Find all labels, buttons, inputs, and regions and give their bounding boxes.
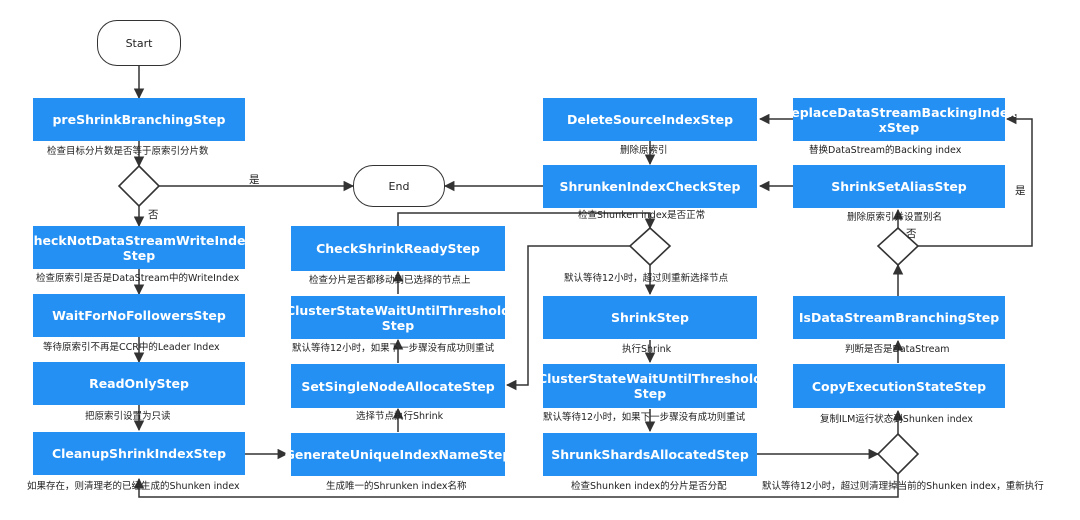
note-set-alias: 删除原索引并设置别名 [847, 212, 943, 223]
end-label: End [388, 179, 410, 193]
arrow-decision3-retry-to-cleanup [133, 474, 899, 498]
note-preshrink: 检查目标分片数是否等于原索引分片数 [47, 146, 209, 157]
arrow-decision4-yes-to-replace [918, 113, 1033, 247]
step-label: ReadOnlyStep [89, 376, 189, 391]
step-delete-source-index: DeleteSourceIndexStep [543, 98, 757, 141]
note-check-not-datastream: 检查原索引是否是DataStream中的WriteIndex [36, 273, 240, 284]
step-wait-for-no-followers: WaitForNoFollowersStep [33, 294, 245, 337]
step-label: GenerateUniqueIndexNameStep [284, 447, 512, 462]
step-read-only: ReadOnlyStep [33, 362, 245, 405]
note-retry-shrunk: 默认等待12小时，超过则清理掉当前的Shunken index，重新执行 [762, 481, 1044, 492]
step-label: ShrinkSetAliasStep [831, 179, 967, 194]
label-no-datastream: 否 [906, 228, 917, 240]
step-shrunken-index-check: ShrunkenIndexCheckStep [543, 165, 757, 208]
note-shrunken-check: 检查Shunken index是否正常 [578, 210, 706, 221]
step-label: CleanupShrinkIndexStep [51, 446, 227, 461]
step-label: ShrunkShardsAllocatedStep [551, 447, 749, 462]
note-replace-backing-index: 替换DataStream的Backing index [809, 145, 962, 156]
note-check-shrink-ready: 检查分片是否都移动到已选择的节点上 [309, 275, 471, 286]
label-yes-datastream: 是 [1015, 185, 1026, 197]
note-copy-execution-state: 复制ILM运行状态到Shunken index [820, 414, 973, 425]
decision-shard-count [117, 164, 161, 208]
step-label: CheckNotDataStreamWriteIndex Step [24, 232, 254, 263]
step-is-datastream-branching: IsDataStreamBranchingStep [793, 296, 1005, 339]
note-cluster-wait-1: 默认等待12小时，如果下一步骤没有成功则重试 [292, 343, 495, 354]
decision-shrink-ready [628, 226, 672, 267]
step-label: CopyExecutionStateStep [811, 378, 987, 394]
step-label: CheckShrinkReadyStep [316, 241, 480, 256]
step-cleanup-shrink-index: CleanupShrinkIndexStep [33, 432, 245, 475]
start-label: Start [125, 36, 153, 50]
step-shrink: ShrinkStep [543, 296, 757, 339]
step-preshrink-branching: preShrinkBranchingStep [33, 98, 245, 141]
step-replace-datastream-backing-index: ReplaceDataStreamBackingIndex xStep [782, 98, 1016, 141]
arrow-decision2-retry-to-setsingle [505, 245, 630, 391]
note-generate-unique-name: 生成唯一的Shrunken index名称 [326, 481, 467, 492]
label-no-continue: 否 [148, 209, 159, 221]
step-label: ShrinkStep [611, 310, 689, 325]
step-label: IsDataStreamBranchingStep [798, 310, 1000, 325]
step-label: ClusterStateWaitUntilThreshold Step [537, 371, 763, 401]
step-check-not-datastream-write-index: CheckNotDataStreamWriteIndex Step [24, 226, 254, 269]
step-label: WaitForNoFollowersStep [52, 308, 226, 323]
note-wait-for-no-followers: 等待原索引不再是CCR中的Leader Index [43, 342, 220, 353]
step-label: preShrinkBranchingStep [52, 112, 226, 127]
note-cleanup: 如果存在，则清理老的已经生成的Shunken index [27, 481, 240, 492]
note-cluster-wait-2: 默认等待12小时，如果下一步骤没有成功则重试 [543, 412, 746, 423]
step-label: SetSingleNodeAllocateStep [301, 378, 495, 394]
label-yes-to-end: 是 [249, 174, 260, 186]
step-generate-unique-index-name: GenerateUniqueIndexNameStep [285, 433, 511, 476]
note-is-datastream: 判断是否是DataStream [845, 344, 950, 355]
start-terminal: Start [97, 20, 181, 66]
note-delete-source: 删除原索引 [620, 145, 668, 156]
note-set-single-node: 选择节点执行Shrink [356, 411, 444, 422]
step-copy-execution-state: CopyExecutionStateStep [793, 364, 1005, 408]
decision-shards-allocated [876, 432, 920, 476]
note-read-only: 把原索引设置为只读 [85, 411, 171, 422]
step-label: ShrunkenIndexCheckStep [559, 179, 741, 194]
step-label: ReplaceDataStreamBackingIndex xStep [781, 104, 1017, 135]
step-cluster-state-wait-1: ClusterStateWaitUntilThreshold Step [286, 296, 510, 339]
decision-is-datastream [876, 226, 920, 267]
step-shrink-set-alias: ShrinkSetAliasStep [793, 165, 1005, 208]
end-terminal: End [353, 165, 445, 207]
step-cluster-state-wait-2: ClusterStateWaitUntilThreshold Step [538, 364, 762, 408]
note-shrink: 执行Shrink [622, 344, 672, 355]
step-check-shrink-ready: CheckShrinkReadyStep [291, 226, 505, 271]
step-set-single-node-allocate: SetSingleNodeAllocateStep [291, 364, 505, 408]
step-shrunk-shards-allocated: ShrunkShardsAllocatedStep [543, 433, 757, 476]
note-shrunk-shards: 检查Shunken index的分片是否分配 [571, 481, 727, 492]
note-retry-check: 默认等待12小时，超过则重新选择节点 [564, 273, 729, 284]
step-label: ClusterStateWaitUntilThreshold Step [285, 302, 511, 333]
arrow-checkready-to-decision2 [397, 212, 656, 230]
step-label: DeleteSourceIndexStep [566, 112, 734, 127]
